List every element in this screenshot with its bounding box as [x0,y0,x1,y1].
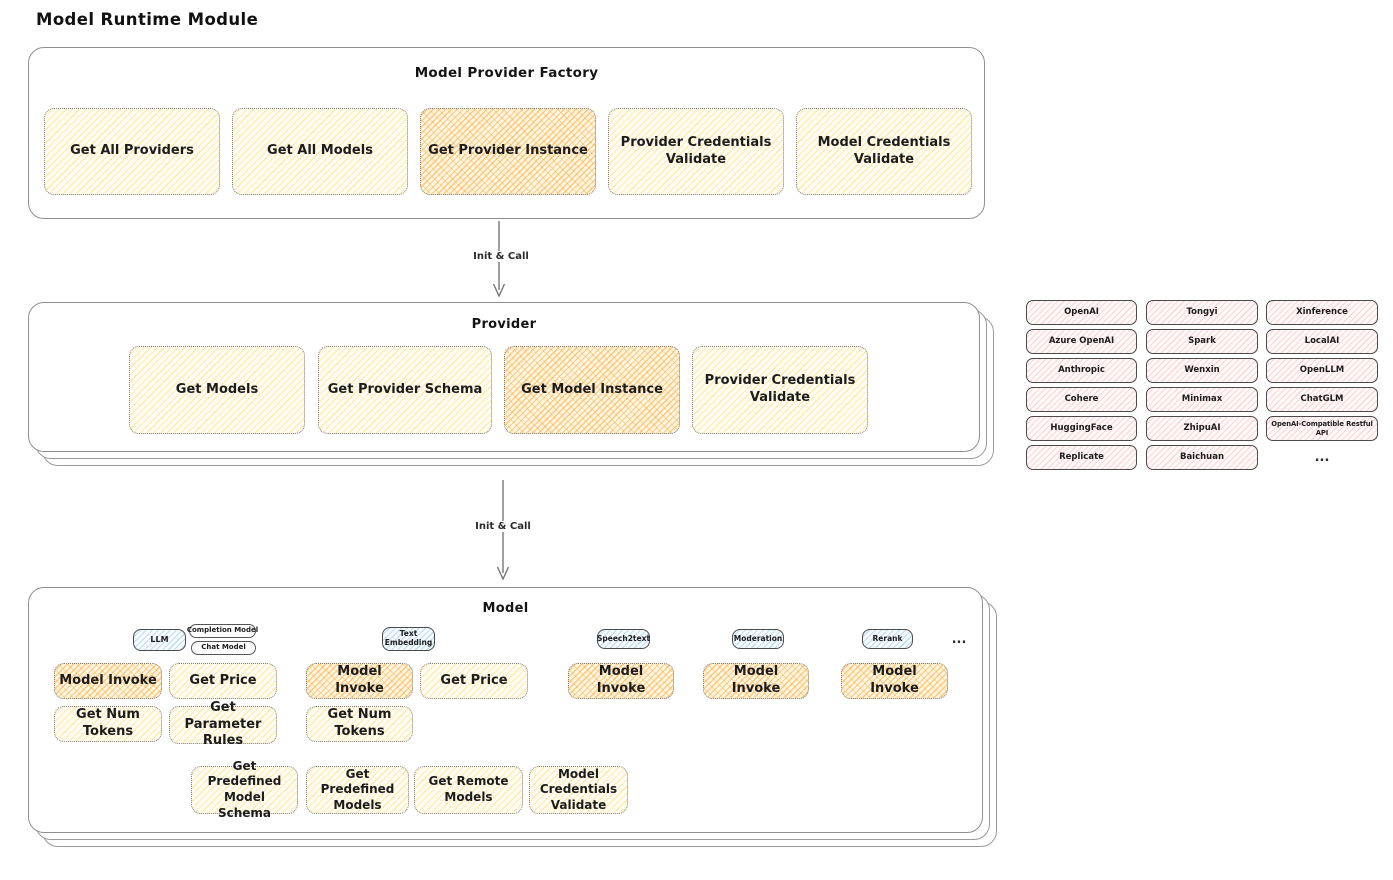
model-types-more-ellipsis: ... [951,631,967,647]
node-moderation-model-invoke: Model Invoke [703,663,809,699]
node-llm-model-invoke: Model Invoke [54,663,162,699]
catalog-more-ellipsis: ... [1314,450,1330,465]
node-provider-credentials-validate: Provider Credentials Validate [608,108,784,195]
provider-panel: Provider Get Models Get Provider Schema … [28,302,980,452]
catalog-minimax: Minimax [1146,387,1258,412]
node-get-model-instance: Get Model Instance [504,346,680,434]
tab-chat-model: Chat Model [191,641,256,655]
model-panel: Model LLM Completion Model Chat Model Te… [28,587,983,833]
node-model-credentials-validate-2: Model Credentials Validate [529,766,628,814]
tab-rerank: Rerank [862,629,913,649]
node-provider-credentials-validate-2: Provider Credentials Validate [692,346,868,434]
provider-panel-title: Provider [471,317,537,332]
node-get-predefined-models: Get Predefined Models [306,766,409,814]
catalog-tongyi: Tongyi [1146,300,1258,325]
catalog-azure-openai: Azure OpenAI [1026,329,1137,354]
node-llm-get-num-tokens: Get Num Tokens [54,706,162,742]
tab-moderation: Moderation [732,629,784,649]
node-get-predefined-model-schema: Get Predefined Model Schema [191,759,298,820]
catalog-openllm: OpenLLM [1266,358,1378,383]
catalog-openai: OpenAI [1026,300,1137,325]
node-get-provider-schema: Get Provider Schema [318,346,492,434]
node-llm-get-price: Get Price [169,663,277,699]
catalog-replicate: Replicate [1026,445,1137,470]
tab-llm: LLM [133,629,186,651]
catalog-openai-compatible: OpenAI-Compatible Restful API [1266,416,1378,441]
diagram-title: Model Runtime Module [36,10,259,29]
catalog-localai: LocalAI [1266,329,1378,354]
catalog-cohere: Cohere [1026,387,1137,412]
model-panel-title: Model [482,601,529,616]
provider-catalog: OpenAI Azure OpenAI Anthropic Cohere Hug… [1026,300,1379,472]
arrow-label-init-call-1: Init & Call [451,251,551,262]
factory-panel-title: Model Provider Factory [414,65,599,81]
node-get-remote-models: Get Remote Models [414,766,523,814]
arrow-label-init-call-2: Init & Call [453,521,553,532]
node-get-all-models: Get All Models [232,108,408,195]
factory-panel: Model Provider Factory Get All Providers… [28,47,985,219]
tab-completion-model: Completion Model [187,624,258,638]
tab-text-embedding: Text Embedding [382,627,435,651]
catalog-chatglm: ChatGLM [1266,387,1378,412]
catalog-zhipuai: ZhipuAI [1146,416,1258,441]
catalog-xinference: Xinference [1266,300,1378,325]
node-speech2text-model-invoke: Model Invoke [568,663,674,699]
tab-speech2text: Speech2text [597,629,650,649]
node-get-all-providers: Get All Providers [44,108,220,195]
catalog-huggingface: HuggingFace [1026,416,1137,441]
catalog-spark: Spark [1146,329,1258,354]
node-rerank-model-invoke: Model Invoke [841,663,948,699]
node-embedding-get-num-tokens: Get Num Tokens [306,706,413,742]
catalog-baichuan: Baichuan [1146,445,1258,470]
catalog-anthropic: Anthropic [1026,358,1137,383]
catalog-wenxin: Wenxin [1146,358,1258,383]
node-get-models: Get Models [129,346,305,434]
node-embedding-model-invoke: Model Invoke [306,663,413,699]
node-get-provider-instance: Get Provider Instance [420,108,596,195]
node-embedding-get-price: Get Price [420,663,528,699]
node-model-credentials-validate: Model Credentials Validate [796,108,972,195]
node-llm-get-parameter-rules: Get Parameter Rules [169,700,277,748]
